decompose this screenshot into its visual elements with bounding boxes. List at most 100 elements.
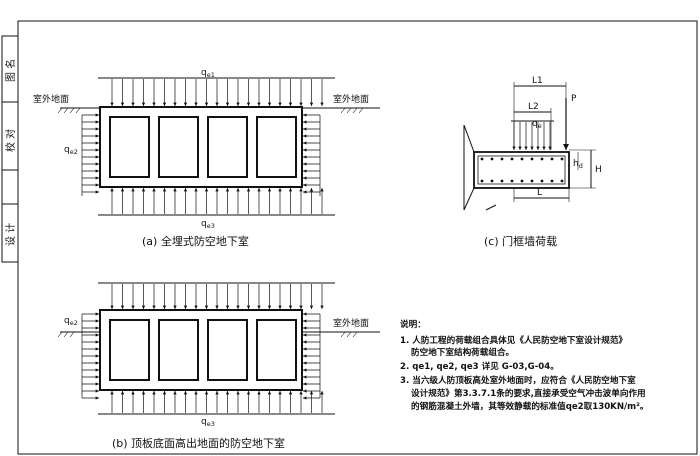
arrow-head (95, 396, 99, 400)
arrow-head (110, 391, 114, 395)
arrow-head (225, 305, 230, 309)
rebar-dot (520, 179, 524, 183)
arrow-head (530, 146, 534, 150)
arrow-head (299, 102, 303, 106)
arrow-head (299, 305, 303, 309)
note-3: 3. 当六级人防顶板高处室外地面时，应符合《人民防空地下室 (400, 374, 636, 386)
structure-outer (99, 309, 303, 391)
arrow-head (225, 188, 230, 192)
arrow-head (131, 102, 135, 106)
arrow-head (131, 188, 135, 192)
arrow-head (267, 391, 272, 395)
label-L2: L2 (528, 102, 539, 112)
load-label-side: qe2 (64, 316, 78, 327)
arrow-head (257, 305, 261, 309)
arrow-head (303, 162, 307, 166)
rebar-dots (480, 157, 564, 183)
side-title-tuming: 图 名 (4, 59, 17, 82)
side-title-sheji: 设 计 (4, 223, 17, 246)
arrow-head (183, 102, 188, 106)
arrow-head (303, 155, 307, 159)
cell-3 (207, 116, 248, 178)
arrow-head (162, 188, 167, 192)
rebar-dot (540, 179, 544, 183)
arrow-head (278, 305, 282, 309)
arrow-head (215, 391, 219, 395)
label-L1: L1 (532, 76, 543, 86)
arrow-head (152, 305, 156, 309)
rebar-dot (530, 179, 534, 183)
left-load-arrows (81, 113, 99, 196)
label-L: L (537, 188, 542, 198)
arrow-head (215, 188, 219, 192)
bottom-load-arrows (110, 188, 324, 214)
cell-1 (109, 319, 150, 381)
rebar-dot (550, 179, 554, 183)
arrow-head (288, 391, 293, 395)
arrow-head (257, 188, 261, 192)
cell-2 (158, 116, 199, 178)
caption-a: (a) 全埋式防空地下室 (142, 234, 249, 248)
wall-left-bottom (463, 187, 475, 211)
arrow-head (141, 391, 146, 395)
arrow-head (95, 312, 99, 316)
arrow-head (120, 188, 125, 192)
arrow-head (95, 368, 99, 372)
rebar-dot (500, 157, 504, 161)
arrow-head (303, 190, 307, 194)
arrow-head (236, 391, 240, 395)
arrow-head (225, 102, 230, 106)
right-load-arrows (303, 312, 321, 400)
arrow-head (303, 141, 307, 145)
arrow-head (95, 120, 99, 124)
label-hd: hd (573, 159, 583, 170)
cell-4 (256, 116, 297, 178)
arrow-head (303, 113, 307, 117)
arrow-head (303, 382, 307, 386)
arrow-head (95, 333, 99, 337)
arrow-head (288, 102, 293, 106)
arrow-head (95, 354, 99, 358)
arrow-head (95, 190, 99, 194)
arrow-head (120, 391, 125, 395)
arrow-head (194, 391, 198, 395)
arrow-head (215, 102, 219, 106)
arrow-head (320, 102, 324, 106)
arrow-head (95, 134, 99, 138)
cell-1 (109, 116, 150, 178)
arrow-head (131, 391, 135, 395)
ground-hatch (57, 107, 364, 114)
arrow-head (95, 326, 99, 330)
arrow-head (204, 305, 209, 309)
break-line (485, 204, 497, 211)
arrow-head (95, 361, 99, 365)
arrow-head (141, 305, 146, 309)
arrow-head (303, 368, 307, 372)
arrow-head (536, 146, 540, 150)
arrow-head (95, 340, 99, 344)
arrow-head (303, 347, 307, 351)
door-frame-beam (473, 151, 570, 189)
arrow-head (257, 102, 261, 106)
arrow-head (95, 389, 99, 393)
arrow-head (288, 188, 293, 192)
arrow-head (236, 188, 240, 192)
notes-block: 说明： 1. 人防工程的荷载组合具体见《人民防空地下室设计规范》 防空地下室结构… (400, 318, 648, 412)
arrow-head (162, 391, 167, 395)
arrow-head (278, 391, 282, 395)
top-load-arrows (110, 79, 324, 106)
load-label-bottom: qe3 (201, 219, 215, 230)
cell-4 (256, 319, 297, 381)
rebar-dot (500, 179, 504, 183)
bottom-load-arrows (110, 391, 324, 413)
rebar-dot (510, 179, 514, 183)
arrow-head (542, 146, 546, 150)
rebar-dot (480, 157, 484, 161)
arrow-head (303, 375, 307, 379)
arrow-head (299, 391, 303, 395)
arrow-head (95, 176, 99, 180)
arrow-head (303, 312, 307, 316)
arrow-head (246, 305, 251, 309)
arrow-head (204, 102, 209, 106)
arrow-head (110, 188, 114, 192)
